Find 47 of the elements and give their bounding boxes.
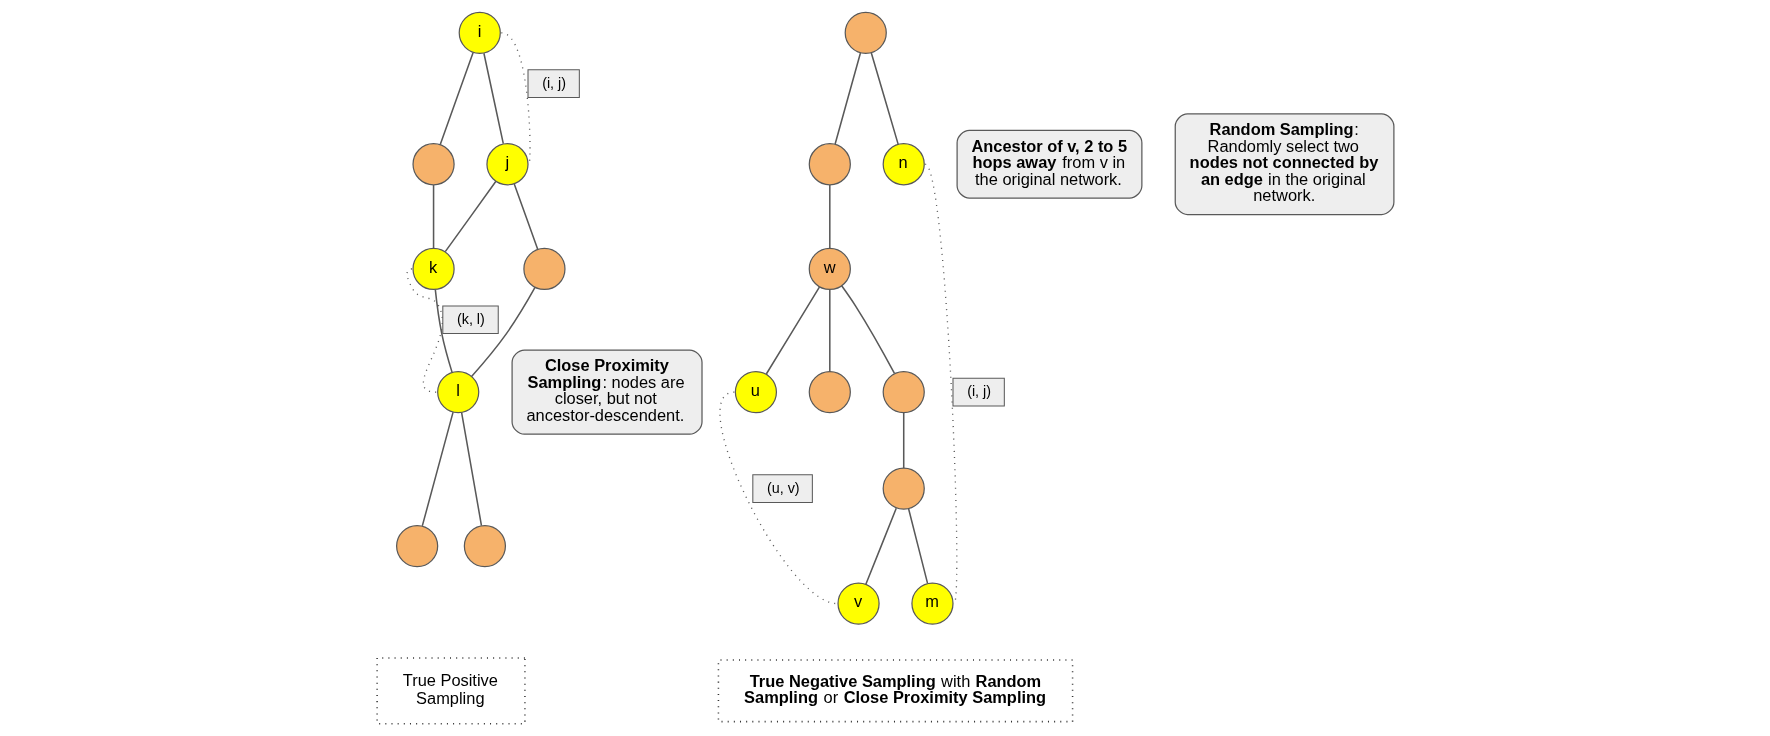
node-circle: v <box>836 582 880 625</box>
edge-label: (k, l) <box>456 311 485 328</box>
node-circle <box>808 370 851 414</box>
connector <box>421 411 454 527</box>
connector <box>765 286 820 375</box>
edge-label: (u, v) <box>766 479 800 496</box>
connector <box>719 391 838 605</box>
edge-label: (i, j) <box>966 383 991 400</box>
connector <box>405 268 443 393</box>
connector <box>833 52 861 145</box>
connector <box>434 288 453 374</box>
node-circle <box>844 11 887 54</box>
node-circle <box>522 247 566 291</box>
connector <box>828 288 831 373</box>
node-box: True Positive Sampling <box>375 657 526 725</box>
node-circle: w <box>808 247 851 291</box>
node-circle: n <box>882 143 925 186</box>
connector <box>482 52 504 145</box>
connector <box>444 180 497 253</box>
node-circle: l <box>436 370 479 414</box>
node-box: Random Sampling: Randomly select two nodes not connected by an edge in the original network. <box>1174 113 1394 216</box>
connector <box>513 183 538 250</box>
connector <box>902 411 904 469</box>
connector <box>470 286 536 378</box>
node-circle <box>411 143 455 186</box>
node-circle <box>882 467 925 510</box>
connector <box>840 285 895 375</box>
node-circle: k <box>411 247 455 291</box>
node-box: Ancestor of v, 2 to 5 hops away from v in the original network. <box>956 129 1142 199</box>
connector <box>438 51 474 146</box>
node-circle: m <box>910 582 954 625</box>
edge-label: (i, j) <box>541 74 566 91</box>
node-circle <box>882 370 925 414</box>
connector <box>460 411 482 527</box>
node-circle: j <box>485 143 529 186</box>
node-box: True Negative Sampling with Random Sampling or Close Proximity Sampling <box>717 659 1073 723</box>
node-circle: i <box>458 11 501 54</box>
connector <box>432 184 434 249</box>
connector <box>870 51 899 146</box>
node-box: Close Proximity Sampling: nodes are closer, but not ancestor-descendent. <box>511 349 703 435</box>
connector <box>864 507 897 586</box>
node-circle <box>463 524 506 568</box>
node-circle: u <box>734 370 777 414</box>
connector <box>828 184 831 249</box>
node-circle <box>808 143 851 186</box>
node-circle <box>395 524 438 568</box>
connector <box>907 508 928 585</box>
